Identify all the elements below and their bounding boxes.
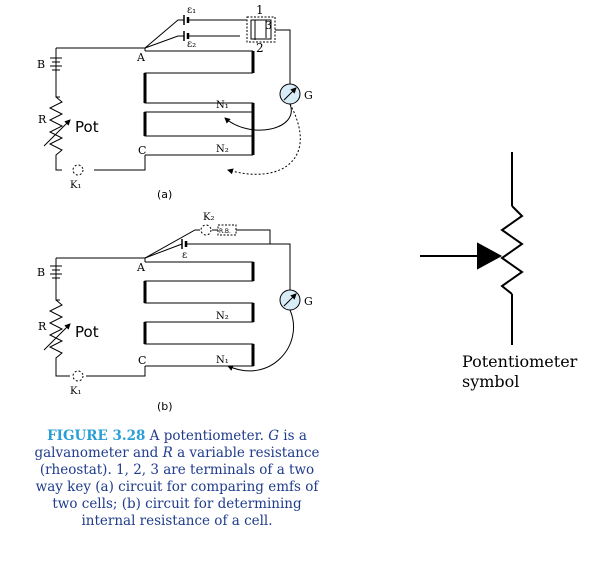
rheostat-arrow-a [43,119,71,147]
top-wire-b [56,257,146,262]
caption-part2: is a galvanometer and [34,428,307,461]
sub-label-a: (a) [157,188,172,201]
rheostat-b [48,299,64,362]
label-c-a: C [138,144,146,157]
figure-caption: FIGURE 3.28 A potentiometer. G is a galv… [28,428,326,530]
rheostat-arrow-b [43,323,71,351]
label-pot-b: Pot [75,323,99,341]
caption-g: G [268,428,280,444]
label-e1-a: ε₁ [187,5,196,16]
label-pot-a: Pot [75,118,99,136]
circuit-b [43,224,301,382]
key-terminal-1: 1 [256,3,264,17]
circuit-a [43,15,301,176]
battery-b-b [50,265,62,279]
symbol-label: Potentiometer symbol [462,352,578,391]
cell-wires-a [144,19,247,49]
battery-b-a [50,57,62,71]
pot-wire-a [144,50,254,156]
jockey-wire-n2-a [227,103,301,175]
label-n2-a: N₂ [216,144,229,155]
label-g-a: G [304,89,313,102]
rb-branch [144,229,271,259]
label-b-a: B [37,58,45,71]
key-k2 [200,224,212,236]
main-loop-wire [55,48,146,171]
key-terminal-2: 2 [256,41,264,55]
key-terminal-3: 3 [265,19,272,32]
label-b-b: B [37,266,45,279]
label-e2-a: ε₂ [187,39,196,50]
figure-number: FIGURE 3.28 [47,428,146,444]
label-k1-b: K₁ [70,386,81,397]
label-c-b: C [138,354,146,367]
label-n2-b: N₂ [216,311,229,322]
label-n1-a: N₁ [216,100,229,111]
top-wire-a [56,47,146,51]
label-rb: R.B. [219,228,231,235]
label-k1-a: K₁ [70,180,81,191]
pot-wire-b [144,261,254,367]
label-a-a: A [136,51,146,64]
label-k2: K₂ [203,212,214,223]
caption-part3: a variable resistance (rheostat). 1, 2, … [35,445,320,529]
label-e-b: ε [182,250,187,261]
jockey-wire-b [227,309,295,372]
key-k1-a [72,164,84,176]
label-n1-b: N₁ [216,355,229,366]
jockey-wire-n1-a [224,103,292,131]
sub-label-b: (b) [157,400,173,413]
label-a-b: A [136,261,146,274]
cell-wire-b [144,243,291,291]
caption-part1: A potentiometer. [145,428,269,444]
potentiometer-symbol [420,152,524,345]
label-g-b: G [304,295,313,308]
main-loop-wire-b [55,258,146,377]
key-k1-b [72,370,84,382]
resistance-box [217,224,237,236]
caption-r: R [162,445,173,461]
label-r-a: R [38,113,47,126]
rheostat-a [48,96,64,160]
label-r-b: R [38,320,47,333]
